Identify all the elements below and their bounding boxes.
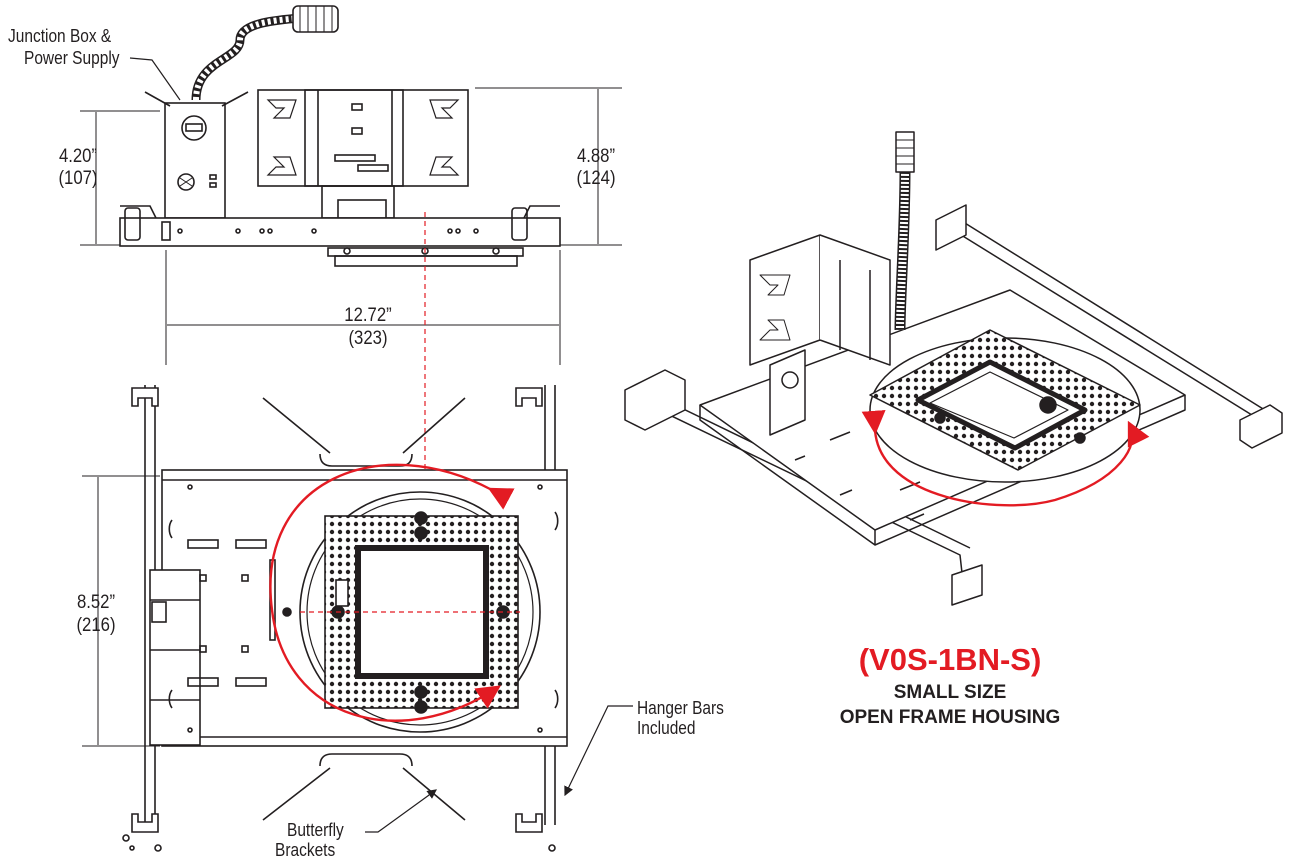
width-in: 12.72” bbox=[344, 305, 392, 326]
width-dimension bbox=[165, 250, 561, 365]
depth-mm: (216) bbox=[76, 615, 116, 636]
title-line1: SMALL SIZE bbox=[893, 682, 1007, 703]
hanger-bars-label-line1: Hanger Bars bbox=[637, 698, 724, 718]
width-mm: (323) bbox=[348, 328, 388, 349]
model-number: (V0S-1BN-S) bbox=[858, 642, 1042, 677]
isometric-view bbox=[624, 131, 1283, 606]
junction-box-label-line2: Power Supply bbox=[24, 48, 120, 68]
butterfly-label-line1: Butterfly bbox=[287, 820, 344, 840]
side-view bbox=[80, 5, 622, 267]
junction-leader bbox=[129, 57, 181, 101]
hanger-leader bbox=[564, 705, 633, 797]
rotation-arrow-plan bbox=[269, 463, 515, 722]
housing-height-mm: (124) bbox=[576, 168, 616, 189]
housing-height-in: 4.88” bbox=[576, 146, 616, 167]
hanger-bars-label-line2: Included bbox=[637, 718, 696, 738]
rotation-arrow-iso bbox=[861, 409, 1150, 507]
depth-dimension bbox=[82, 475, 160, 747]
title-line2: OPEN FRAME HOUSING bbox=[839, 707, 1061, 728]
butterfly-label-line2: Brackets bbox=[275, 840, 336, 860]
plan-view bbox=[122, 385, 568, 852]
junction-height-in: 4.20” bbox=[58, 146, 98, 167]
butterfly-leader bbox=[365, 789, 437, 833]
depth-in: 8.52” bbox=[76, 592, 116, 613]
junction-height-mm: (107) bbox=[58, 168, 98, 189]
junction-box-label-line1: Junction Box & bbox=[8, 26, 112, 46]
